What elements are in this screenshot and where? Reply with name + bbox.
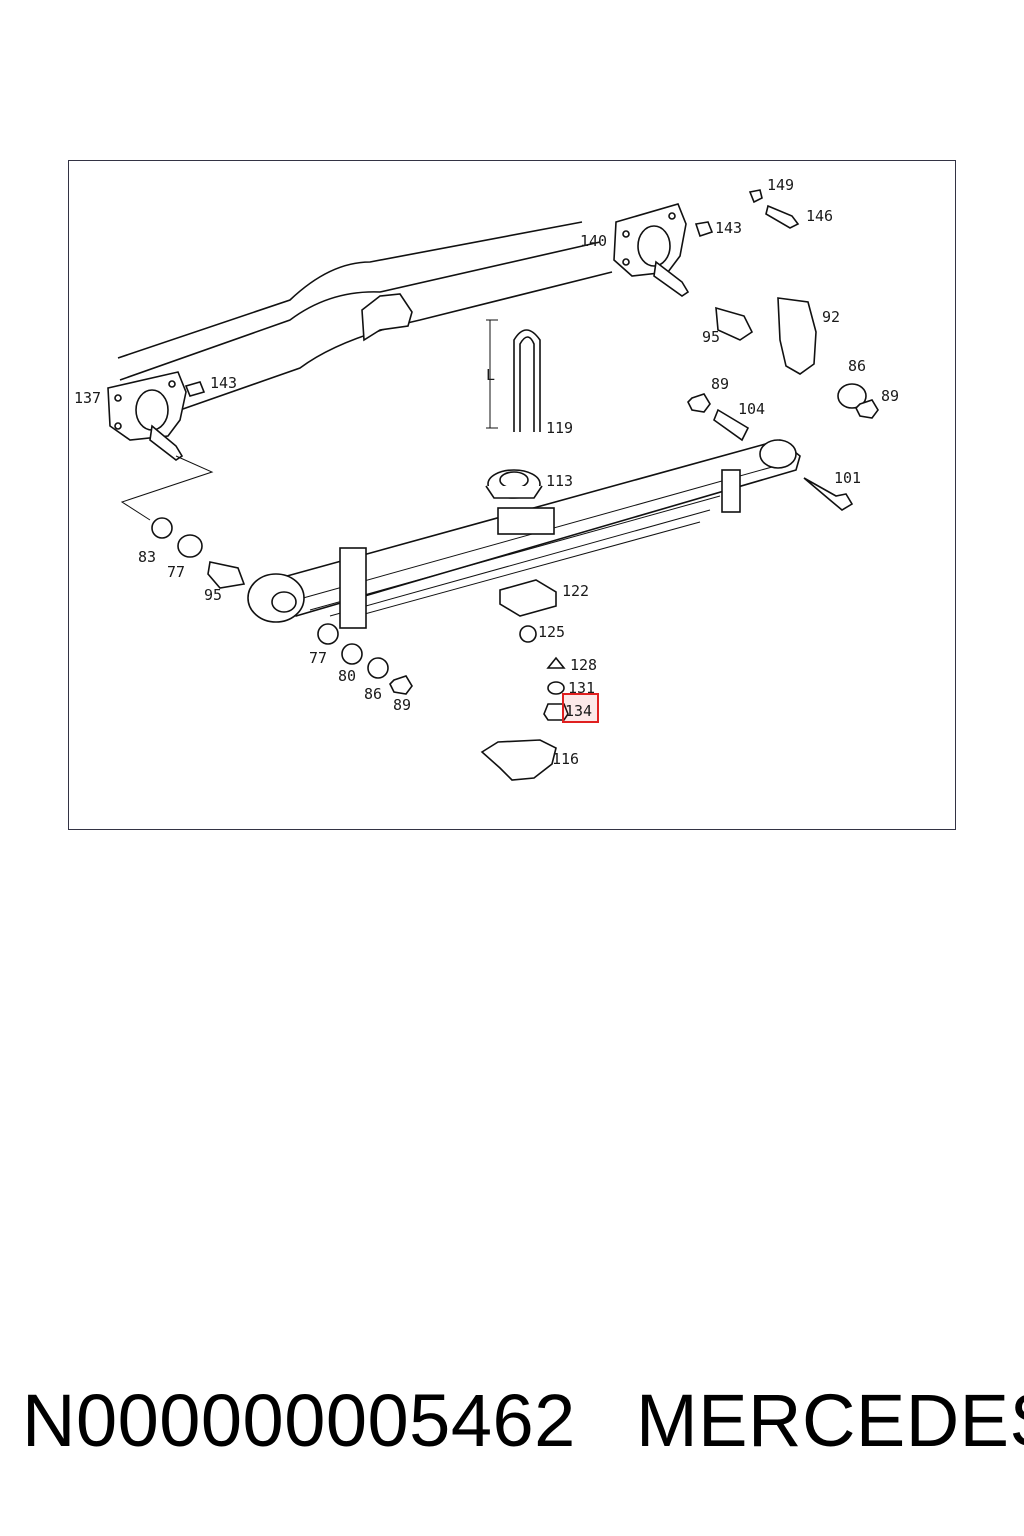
callout-119: 119 [546, 419, 573, 437]
callout-86: 86 [364, 685, 382, 703]
part-number: N000000005462 [22, 1379, 576, 1462]
chassis-frame [117, 221, 613, 411]
diagram-frame [68, 160, 956, 830]
callout-89: 89 [711, 375, 729, 393]
callout-116: 116 [552, 750, 579, 768]
callout-89: 89 [881, 387, 899, 405]
callout-149: 149 [767, 176, 794, 194]
footer: N000000005462 MERCEDES [0, 1378, 1024, 1468]
callout-137: 137 [74, 389, 101, 407]
callout-L: L [486, 366, 495, 384]
callout-143: 143 [715, 219, 742, 237]
callout-77: 77 [167, 563, 185, 581]
callout-labels: 149 146 143 140 95 92 86 89 89 104 137 1… [74, 176, 899, 768]
callout-95: 95 [204, 586, 222, 604]
callout-140: 140 [580, 232, 607, 250]
spring-hanger-left [107, 371, 214, 521]
small-parts [151, 189, 879, 781]
callout-122: 122 [562, 582, 589, 600]
callout-134-highlighted: 134 [565, 702, 592, 720]
callout-143: 143 [210, 374, 237, 392]
callout-104: 104 [738, 400, 765, 418]
callout-131: 131 [568, 679, 595, 697]
spring-hanger-right [613, 203, 690, 297]
callout-89: 89 [393, 696, 411, 714]
callout-92: 92 [822, 308, 840, 326]
callout-80: 80 [338, 667, 356, 685]
brand-name: MERCEDES [636, 1379, 1024, 1462]
callout-146: 146 [806, 207, 833, 225]
u-bolt [486, 319, 541, 432]
callout-125: 125 [538, 623, 565, 641]
callout-101: 101 [834, 469, 861, 487]
leaf-spring [247, 439, 801, 629]
callout-113: 113 [546, 472, 573, 490]
callout-128: 128 [570, 656, 597, 674]
callout-95: 95 [702, 328, 720, 346]
highlight-box [562, 693, 599, 723]
callout-77: 77 [309, 649, 327, 667]
highlight-fill [563, 694, 598, 722]
callout-86: 86 [848, 357, 866, 375]
callout-83: 83 [138, 548, 156, 566]
